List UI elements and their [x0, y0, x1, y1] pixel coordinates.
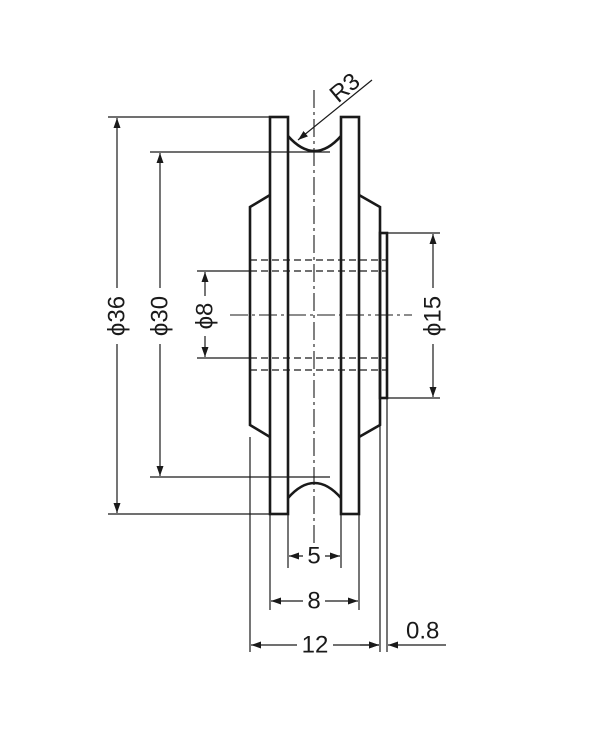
right-hub [358, 193, 382, 439]
label-d8: ϕ8 [192, 303, 219, 330]
left-hub [248, 193, 271, 439]
label-w5: 5 [307, 543, 320, 570]
extension-lines [108, 116, 440, 652]
r3-leader [297, 79, 373, 141]
label-d30: ϕ30 [147, 296, 174, 336]
center-lines [230, 90, 412, 545]
label-d36: ϕ36 [104, 296, 131, 336]
pulley-outline [248, 115, 389, 516]
dimension-lines [113, 79, 446, 649]
label-r3: R3 [325, 68, 366, 108]
bore-hidden-lines [250, 259, 387, 371]
label-w12: 12 [302, 632, 329, 659]
label-w08: 0.8 [406, 618, 439, 645]
label-w8: 8 [307, 588, 320, 615]
label-d15: ϕ15 [420, 296, 447, 336]
dimension-labels: ϕ36 ϕ30 ϕ8 ϕ15 5 8 12 0.8 R3 [104, 68, 447, 659]
